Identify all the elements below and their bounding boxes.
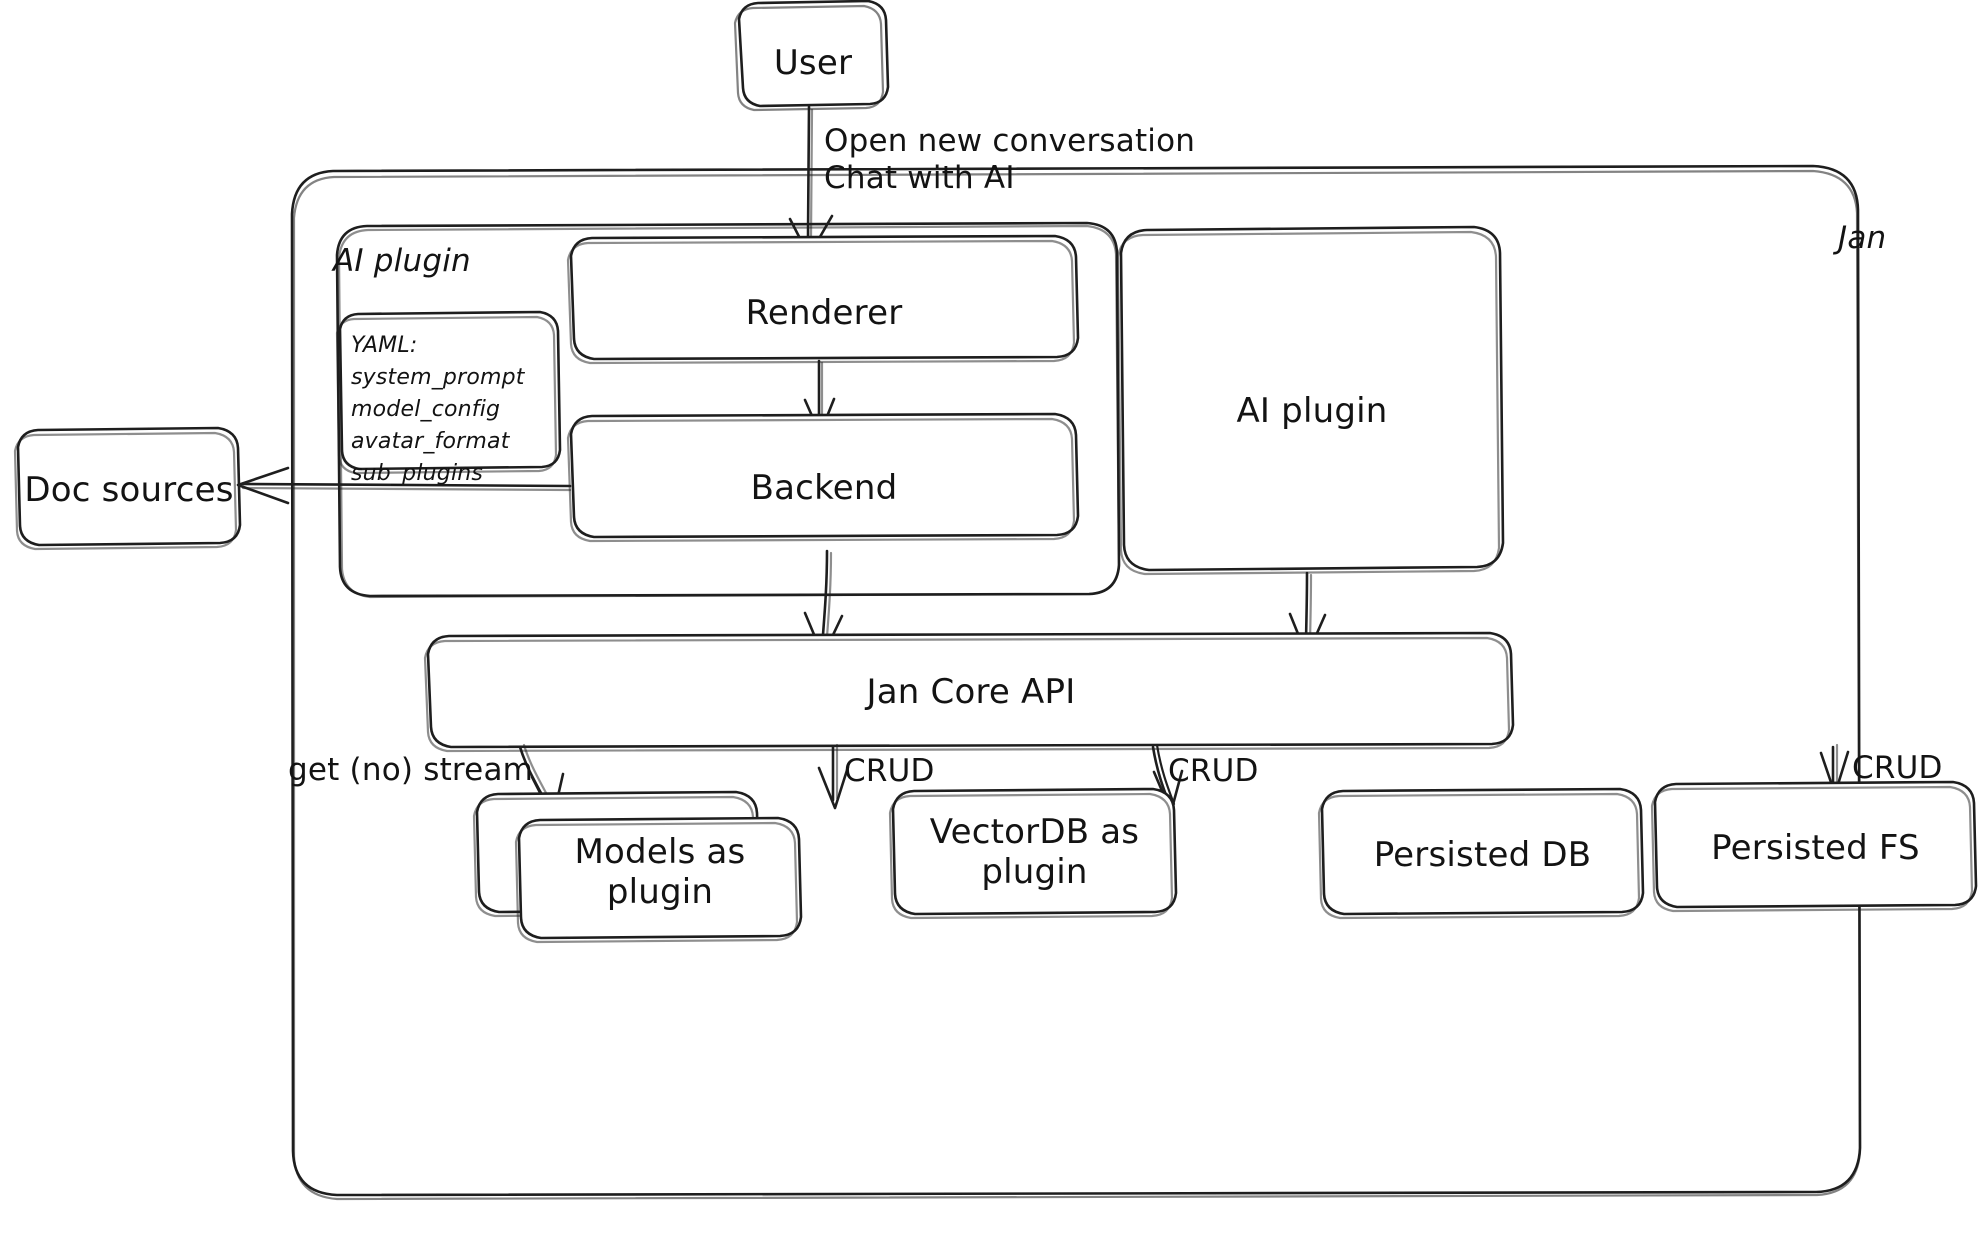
jan-core-api-box-shape xyxy=(423,631,1515,753)
persisted-db-box-shape xyxy=(1317,787,1645,920)
persisted-fs-box-shape xyxy=(1650,780,1978,913)
user-box-shape xyxy=(733,0,890,112)
arrow-backend-to-doc-sources xyxy=(236,466,572,505)
arrow-core-api-to-vectordb xyxy=(817,743,850,810)
ai-plugin-box-shape xyxy=(1116,225,1505,576)
renderer-box-shape xyxy=(566,234,1080,365)
ai-plugin-group-shape xyxy=(335,221,1121,599)
doc-sources-box-shape xyxy=(13,426,242,551)
models-plugin-box-shape xyxy=(472,790,803,944)
vectordb-plugin-box-shape xyxy=(888,787,1178,920)
backend-box-shape xyxy=(566,412,1080,543)
yaml-note-shape xyxy=(335,310,562,475)
jan-container-shape xyxy=(290,164,1862,1201)
arrow-user-to-renderer xyxy=(788,105,834,258)
